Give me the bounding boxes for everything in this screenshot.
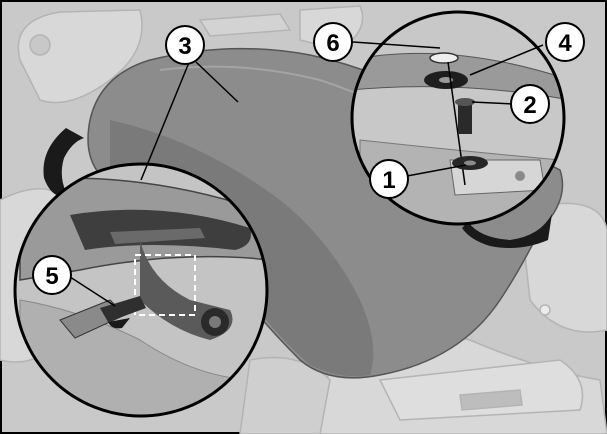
callout-5-label: 5 bbox=[45, 263, 58, 290]
callout-6: 6 bbox=[313, 22, 353, 62]
callout-3: 3 bbox=[165, 25, 205, 65]
right-curved-arrow bbox=[462, 214, 552, 248]
left-curved-arrow bbox=[43, 128, 84, 197]
callout-4: 4 bbox=[545, 22, 585, 62]
callout-1-label: 1 bbox=[382, 167, 395, 194]
callout-1: 1 bbox=[369, 159, 409, 199]
leader-lines bbox=[66, 41, 544, 307]
callout-5: 5 bbox=[32, 255, 72, 295]
callout-2-label: 2 bbox=[523, 92, 536, 119]
callout-4-label: 4 bbox=[558, 30, 572, 57]
callout-2: 2 bbox=[510, 84, 550, 124]
callout-3-label: 3 bbox=[178, 33, 191, 60]
detail-circle-left bbox=[13, 162, 269, 418]
callout-6-label: 6 bbox=[326, 30, 339, 57]
